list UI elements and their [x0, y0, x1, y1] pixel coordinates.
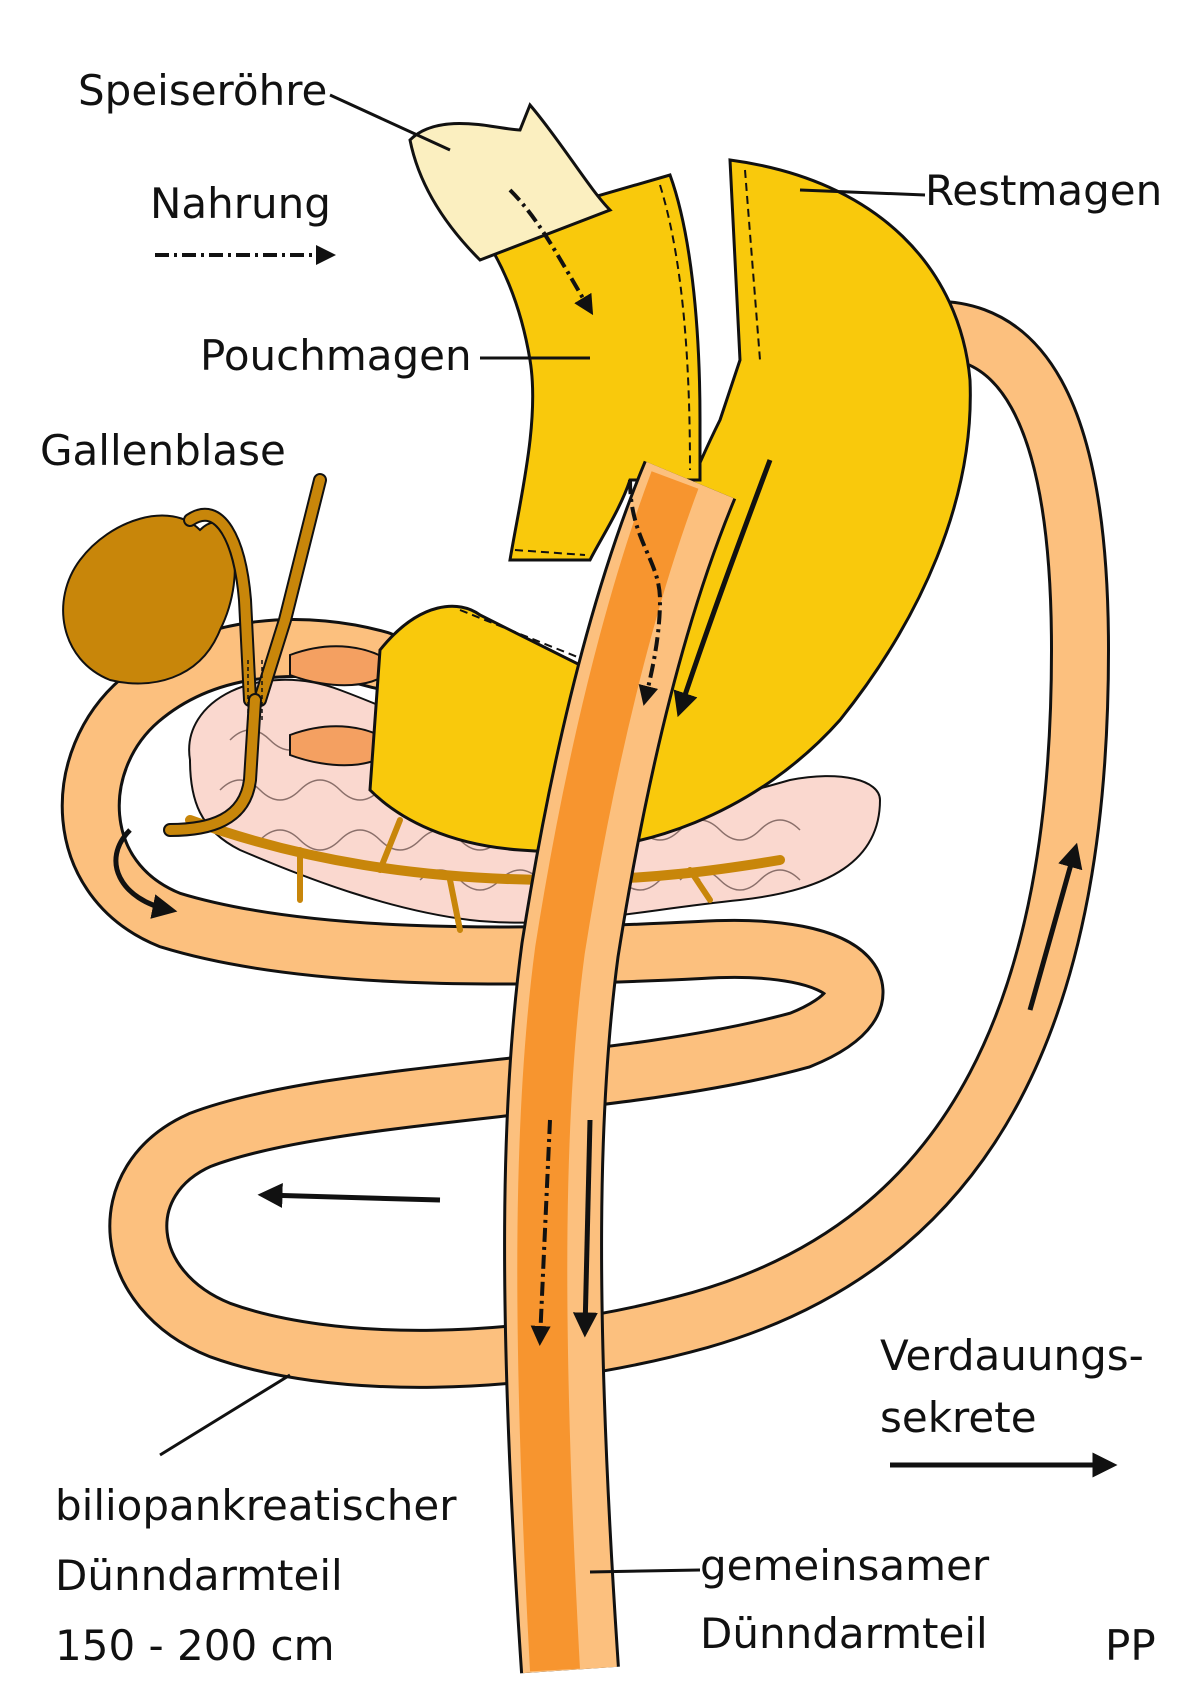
remnant-staple-line	[744, 169, 761, 361]
pouch-staple-line-bottom	[514, 549, 586, 556]
label-speiseroehre: Speiseröhre	[78, 66, 327, 115]
secretion-arrow-limb-left	[257, 1183, 441, 1208]
gallbladder-group	[62, 473, 327, 837]
label-signature: PP	[1105, 1621, 1156, 1670]
label-verdauungs-line1: Verdauungs-	[880, 1331, 1144, 1380]
secretion-arrow-limb-top	[673, 459, 773, 718]
leader-gemeinsamer	[589, 1568, 701, 1574]
label-bilio-line1: biliopankreatischer	[55, 1481, 457, 1530]
label-bilio-line3: 150 - 200 cm	[55, 1621, 335, 1670]
food-arrow-esophagus	[508, 188, 594, 316]
label-nahrung: Nahrung	[150, 179, 331, 228]
pancreatic-duct	[185, 815, 785, 886]
secretion-arrow-limb-up	[1027, 842, 1083, 1011]
common-channel-food-stream	[517, 471, 699, 1672]
esophagus	[408, 102, 613, 262]
flow-arrows	[113, 188, 1083, 1346]
label-pouchmagen: Pouchmagen	[200, 331, 472, 380]
food-arrow-common-channel	[530, 1119, 552, 1346]
secretion-arrow-duodenum	[113, 828, 178, 919]
common-channel	[503, 460, 737, 1674]
pancreatic-duct-branches	[297, 817, 713, 933]
label-gemeinsamer-line1: gemeinsamer	[700, 1541, 990, 1590]
secretion-arrow-common-channel	[572, 1119, 598, 1338]
leader-speiseroehre	[329, 93, 451, 152]
label-gemeinsamer-line2: Dünndarmteil	[700, 1609, 988, 1658]
pouch-staple-line	[659, 184, 691, 471]
label-verdauungs-line2: sekrete	[880, 1393, 1037, 1442]
leader-lines	[159, 93, 926, 1574]
bile-duct-hidden-segment	[247, 660, 263, 720]
leader-bilio	[159, 1373, 291, 1457]
label-gallenblase: Gallenblase	[40, 426, 286, 475]
food-arrow-pouch-exit	[628, 479, 663, 706]
leader-restmagen	[799, 188, 926, 197]
label-restmagen: Restmagen	[925, 166, 1162, 215]
label-bilio-line2: Dünndarmteil	[55, 1551, 343, 1600]
